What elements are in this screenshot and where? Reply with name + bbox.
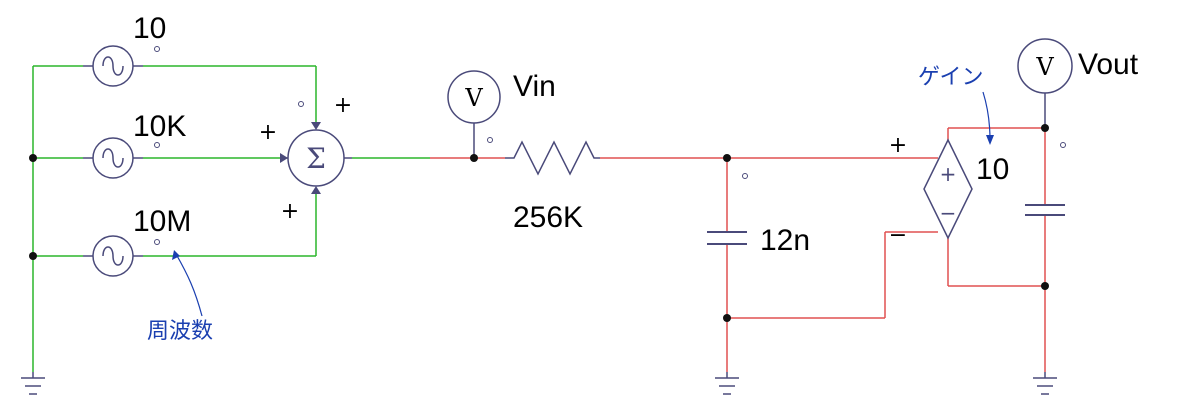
annotation-arrowheads — [172, 135, 994, 260]
gain-annotation: ゲイン — [918, 65, 984, 90]
gain-amplifier: + − + − — [889, 133, 973, 248]
source-2-label: 10K — [133, 110, 186, 143]
voltmeter-vin: V — [447, 70, 501, 158]
resistor — [505, 140, 600, 176]
resistor-value: 256K — [513, 201, 583, 234]
summing-junction: Σ + + + — [259, 93, 352, 224]
summer-plus-left: + — [259, 120, 277, 145]
amp-minus-mark: − — [940, 201, 957, 225]
amp-plus-input: + — [889, 133, 907, 158]
voltmeter-vout: V — [1017, 38, 1073, 128]
ground-left — [21, 372, 45, 395]
voltage-source-1 — [83, 45, 143, 87]
source-3-label: 10M — [133, 205, 191, 238]
vout-label: Vout — [1078, 48, 1139, 81]
junction-dots — [29, 124, 1049, 322]
ground-middle — [715, 372, 739, 395]
source-1-label: 10 — [133, 12, 166, 45]
amplifier-gain-value: 10 — [976, 153, 1009, 186]
vin-label: Vin — [513, 70, 556, 103]
ground-right — [1033, 372, 1057, 395]
capacitor — [707, 231, 747, 245]
vout-meter-symbol: V — [1035, 53, 1054, 81]
voltage-source-3 — [83, 235, 143, 277]
summer-plus-bottom: + — [281, 199, 299, 224]
summing-symbol: Σ — [306, 142, 326, 175]
output-capacitor — [1025, 204, 1065, 216]
green-wires — [32, 65, 430, 372]
amp-minus-input: − — [889, 223, 907, 248]
capacitor-value: 12n — [760, 224, 810, 257]
amp-plus-mark: + — [940, 162, 957, 186]
red-wires — [430, 127, 1046, 372]
vin-meter-symbol: V — [464, 84, 483, 112]
node-markers — [154, 46, 1066, 245]
voltage-source-2 — [83, 137, 143, 179]
frequency-annotation: 周波数 — [147, 319, 213, 344]
summer-plus-top: + — [334, 93, 352, 118]
